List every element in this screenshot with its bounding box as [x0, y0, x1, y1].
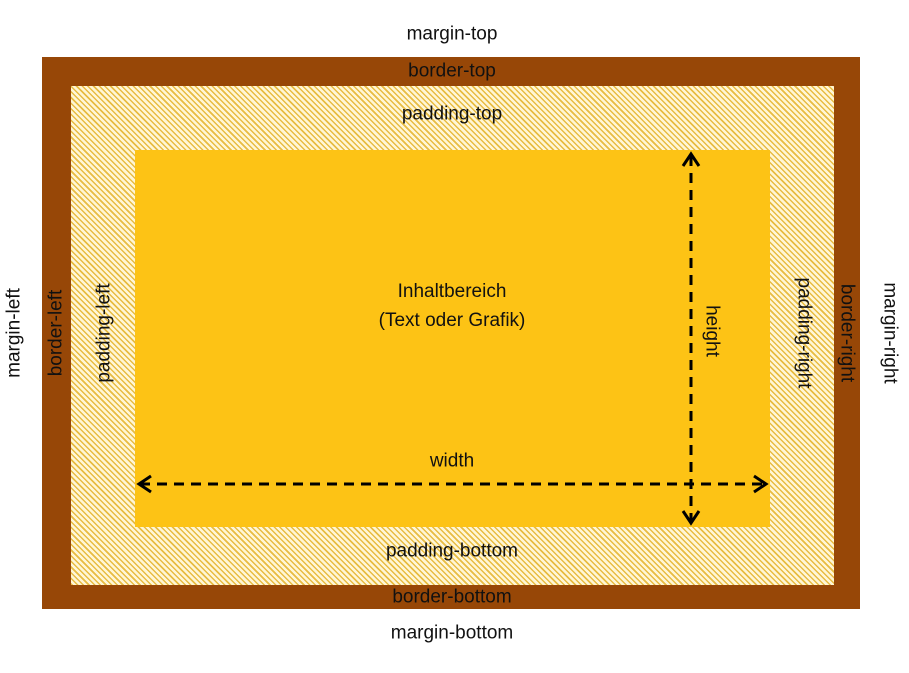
- height-arrow-bottom-head: [681, 510, 701, 526]
- border-top-label: border-top: [408, 60, 496, 82]
- content-area: [135, 150, 770, 527]
- height-arrow-top-head: [681, 151, 701, 167]
- content-label: Inhaltbereich (Text oder Grafik): [379, 277, 526, 335]
- margin-bottom-label: margin-bottom: [390, 622, 514, 644]
- content-label-line1: Inhaltbereich: [397, 281, 507, 302]
- content-label-line2: (Text oder Grafik): [378, 310, 526, 331]
- padding-top-label: padding-top: [401, 103, 503, 125]
- width-label: width: [429, 450, 475, 472]
- width-arrow-right-head: [753, 474, 769, 494]
- border-bottom-label: border-bottom: [392, 586, 512, 608]
- height-label: height: [701, 305, 723, 357]
- width-arrow-left-head: [136, 474, 152, 494]
- padding-bottom-label: padding-bottom: [385, 540, 519, 562]
- margin-top-label: margin-top: [406, 23, 498, 45]
